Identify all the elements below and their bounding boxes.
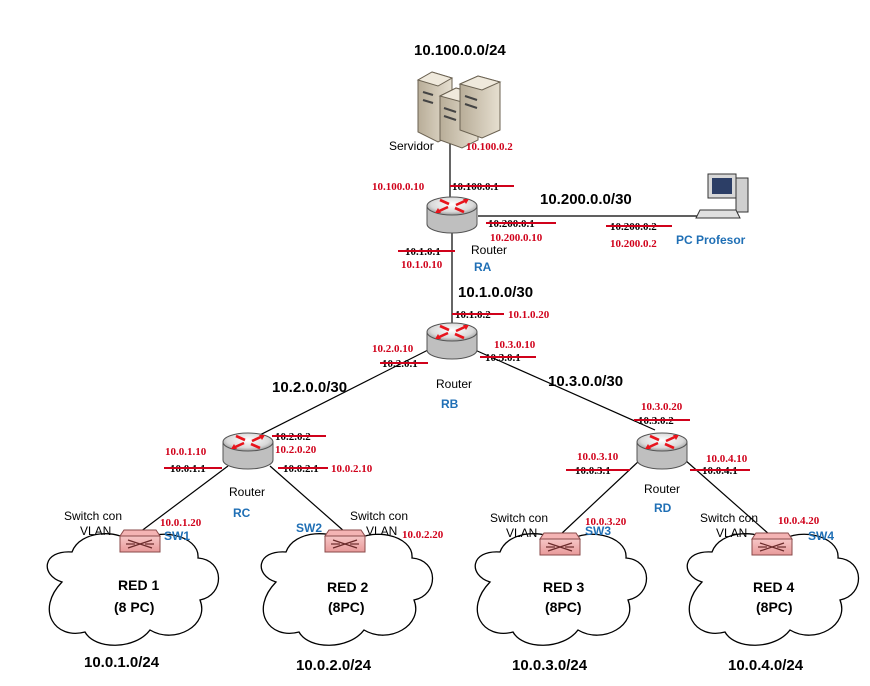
sw2-label-line1: Switch con: [350, 509, 408, 523]
router-rd-icon: [635, 431, 689, 471]
sw1-name: SW1: [164, 529, 190, 543]
sw4-label-line2: VLAN: [716, 526, 747, 540]
link-rc-sw1: [139, 465, 229, 533]
router-ra-icon: [425, 195, 479, 235]
rd-rb-ip-new: 10.3.0.20: [641, 401, 683, 413]
red1-pcs: (8 PC): [114, 599, 154, 615]
pc-ip-new: 10.200.0.2: [610, 238, 657, 250]
router-ra-label: Router: [471, 243, 507, 257]
cloud-red4: [686, 533, 860, 646]
sw2-name: SW2: [296, 521, 322, 535]
router-rc-icon: [221, 431, 275, 471]
ra-rb-ip-new: 10.1.0.10: [401, 259, 443, 271]
rb-rc-network-label: 10.2.0.0/30: [272, 379, 347, 396]
red4-pcs: (8PC): [756, 599, 793, 615]
sw3-ip: 10.0.3.20: [585, 516, 627, 528]
cloud-red2: [260, 533, 434, 646]
router-rb-icon: [425, 321, 479, 361]
red3-pcs: (8PC): [545, 599, 582, 615]
red2-network-label: 10.0.2.0/24: [296, 657, 372, 674]
server-ip-new: 10.100.0.2: [466, 141, 513, 153]
sw2-ip: 10.0.2.20: [402, 529, 444, 541]
router-ra-name: RA: [474, 260, 492, 274]
link-rc-sw2: [269, 465, 346, 533]
red1-name: RED 1: [118, 577, 159, 593]
server-icon: [416, 71, 502, 149]
red4-name: RED 4: [753, 579, 794, 595]
link-rd-sw4: [684, 459, 771, 536]
sw3-label-line1: Switch con: [490, 511, 548, 525]
sw1-ip: 10.0.1.20: [160, 517, 202, 529]
pc-icon: [695, 173, 749, 219]
rc-rb-ip-new: 10.2.0.20: [275, 444, 317, 456]
pc-label: PC Profesor: [676, 233, 746, 247]
switch-sw4-icon: [751, 532, 793, 556]
sw4-label-line1: Switch con: [700, 511, 758, 525]
sw3-name: SW3: [585, 524, 611, 538]
link-rb-rd: [474, 349, 656, 431]
red2-pcs: (8PC): [328, 599, 365, 615]
router-rc-name: RC: [233, 506, 251, 520]
switch-sw2-icon: [324, 529, 366, 553]
cloud-red3: [474, 533, 648, 646]
cloud-red1: [46, 533, 220, 646]
sw1-label-line2: VLAN: [80, 524, 111, 538]
switch-sw1-icon: [119, 529, 161, 553]
server-network-label: 10.100.0.0/24: [414, 42, 506, 59]
sw1-label-line1: Switch con: [64, 509, 122, 523]
rd-sw3-ip-new: 10.0.3.10: [577, 451, 619, 463]
router-rb-label: Router: [436, 377, 472, 391]
rb-rd-ip-new: 10.3.0.10: [494, 339, 536, 351]
router-rd-label: Router: [644, 482, 680, 496]
sw4-ip: 10.0.4.20: [778, 515, 820, 527]
link-rd-sw3: [559, 459, 641, 536]
red1-network-label: 10.0.1.0/24: [84, 654, 160, 671]
red2-name: RED 2: [327, 579, 368, 595]
router-rd-name: RD: [654, 501, 672, 515]
rc-sw1-ip-new: 10.0.1.10: [165, 446, 207, 458]
link-rb-rc: [249, 349, 429, 441]
red3-network-label: 10.0.3.0/24: [512, 657, 588, 674]
red3-name: RED 3: [543, 579, 584, 595]
router-rc-label: Router: [229, 485, 265, 499]
ra-server-ip-new: 10.100.0.10: [372, 181, 425, 193]
ra-prof-ip-new: 10.200.0.10: [490, 232, 543, 244]
ra-rb-network-label: 10.1.0.0/30: [458, 284, 533, 301]
rc-sw2-ip-new: 10.0.2.10: [331, 463, 373, 475]
red4-network-label: 10.0.4.0/24: [728, 657, 804, 674]
router-rb-name: RB: [441, 397, 459, 411]
prof-network-label: 10.200.0.0/30: [540, 191, 632, 208]
sw4-name: SW4: [808, 529, 834, 543]
sw3-label-line2: VLAN: [506, 526, 537, 540]
switch-sw3-icon: [539, 532, 581, 556]
rb-rc-ip-new: 10.2.0.10: [372, 343, 414, 355]
rd-sw4-ip-new: 10.0.4.10: [706, 453, 748, 465]
server-label: Servidor: [389, 139, 434, 153]
sw2-label-line2: VLAN: [366, 524, 397, 538]
rb-rd-network-label: 10.3.0.0/30: [548, 373, 623, 390]
rb-ra-ip-new: 10.1.0.20: [508, 309, 550, 321]
